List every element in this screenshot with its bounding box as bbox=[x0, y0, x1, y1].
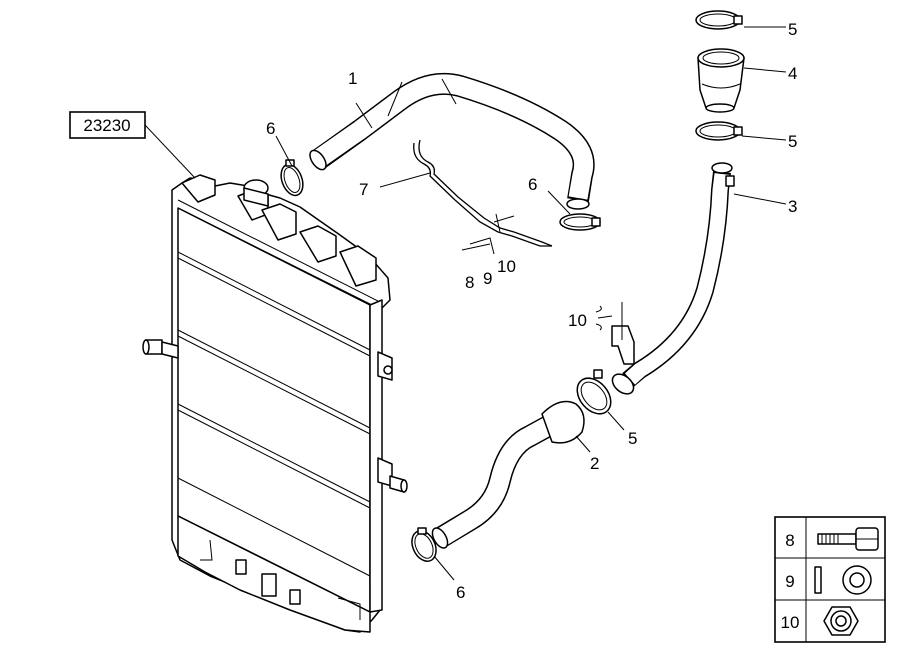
reference-box: 23230 bbox=[69, 111, 146, 139]
leader-lines bbox=[144, 26, 787, 581]
fastener-legend: 8 9 10 bbox=[774, 516, 886, 643]
callout-6-upper-left: 6 bbox=[266, 119, 275, 138]
washer-icon bbox=[814, 565, 872, 595]
hose-clamp-6-lower bbox=[411, 527, 437, 562]
legend-number-9: 9 bbox=[785, 572, 794, 591]
callout-5-upper: 5 bbox=[788, 132, 797, 151]
hose-clamp-5-upper bbox=[695, 121, 743, 141]
callout-3: 3 bbox=[788, 197, 797, 216]
expansion-pipe-3 bbox=[611, 162, 735, 395]
legend-number-10: 10 bbox=[781, 613, 800, 632]
callout-6-lower: 6 bbox=[456, 583, 465, 602]
hose-clamp-5-top bbox=[695, 10, 743, 30]
legend-number-8: 8 bbox=[785, 531, 794, 550]
bolt-icon bbox=[817, 527, 879, 551]
hose-clamp-5-middle bbox=[576, 369, 612, 415]
callout-8: 8 bbox=[465, 273, 474, 292]
callout-7: 7 bbox=[359, 180, 368, 199]
callout-labels: 1 6 6 7 8 9 10 5 4 5 3 10 5 2 6 bbox=[266, 20, 797, 602]
lower-radiator-hose bbox=[431, 400, 585, 549]
callout-2: 2 bbox=[590, 454, 599, 473]
callout-5-middle: 5 bbox=[628, 429, 637, 448]
callout-9: 9 bbox=[483, 269, 492, 288]
hose-clamp-6-upper-right bbox=[559, 213, 601, 231]
upper-radiator-hose bbox=[309, 72, 595, 210]
wire-bracket-7 bbox=[413, 139, 553, 247]
callout-6-upper-right: 6 bbox=[528, 175, 537, 194]
callout-4: 4 bbox=[788, 64, 797, 83]
callout-1: 1 bbox=[348, 69, 357, 88]
callout-10-lower: 10 bbox=[568, 311, 587, 330]
radiator bbox=[142, 174, 408, 633]
hex-nut-icon bbox=[823, 606, 859, 636]
callout-5-top: 5 bbox=[788, 20, 797, 39]
callout-10-upper: 10 bbox=[497, 257, 516, 276]
short-hose-4 bbox=[697, 48, 745, 113]
reference-label: 23230 bbox=[83, 116, 130, 135]
